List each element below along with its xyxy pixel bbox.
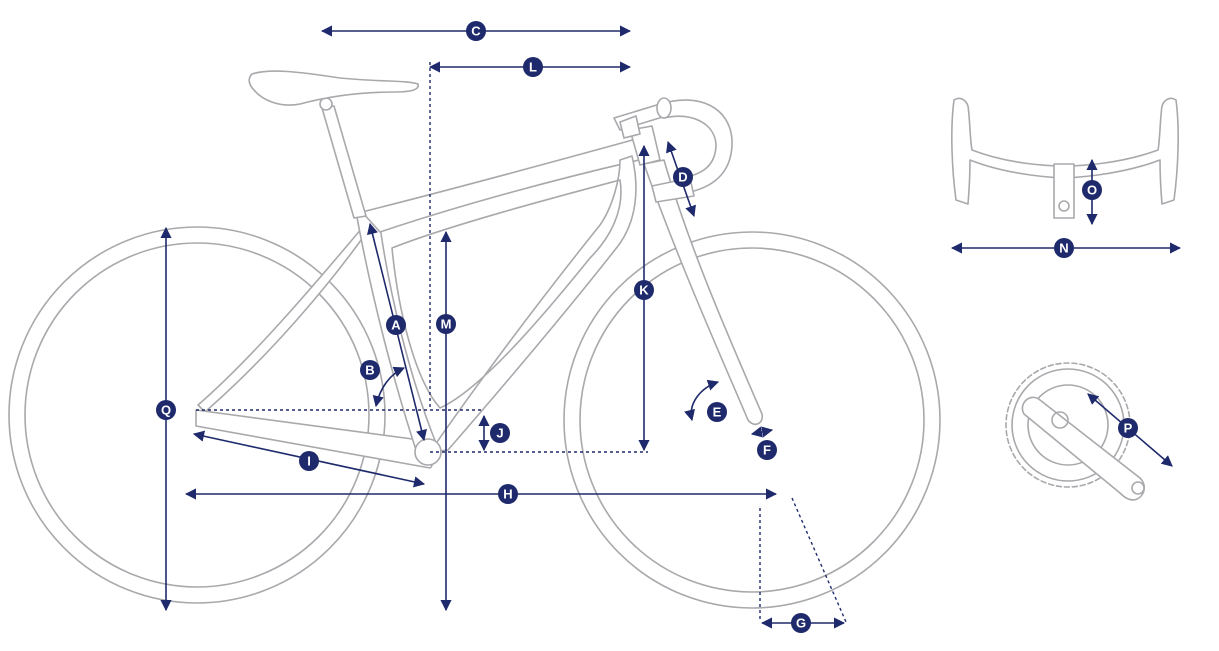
dimension-badges: C L A B M K D J E F H I Q G O N P [156, 21, 1138, 633]
frame [355, 125, 661, 466]
badge-b: B [360, 360, 380, 380]
badge-q: Q [156, 400, 176, 420]
dimension-lines [160, 25, 1182, 629]
bike-illustration [8, 70, 1179, 609]
svg-text:L: L [529, 60, 537, 75]
badge-h: H [498, 484, 518, 504]
badge-d: D [673, 167, 693, 187]
badge-a: A [386, 315, 406, 335]
badge-p: P [1118, 418, 1138, 438]
svg-text:Q: Q [161, 403, 171, 418]
svg-text:A: A [391, 318, 401, 333]
svg-text:G: G [796, 616, 806, 631]
badge-f: F [757, 440, 777, 460]
badge-l: L [523, 57, 543, 77]
badge-j: J [490, 423, 510, 443]
badge-i: I [299, 451, 319, 471]
handlebar-front-view [951, 97, 1179, 219]
svg-text:P: P [1124, 421, 1133, 436]
badge-k: K [634, 280, 654, 300]
badge-e: E [707, 402, 727, 422]
badge-n: N [1054, 238, 1074, 258]
fork [643, 159, 764, 426]
svg-text:F: F [763, 443, 771, 458]
badge-g: G [791, 613, 811, 633]
badge-m: M [436, 314, 456, 334]
badge-c: C [466, 21, 486, 41]
svg-text:K: K [639, 283, 649, 298]
badge-o: O [1082, 180, 1102, 200]
svg-text:I: I [307, 454, 311, 469]
svg-text:E: E [713, 405, 722, 420]
svg-text:M: M [441, 317, 452, 332]
front-wheel [563, 231, 941, 609]
svg-text:C: C [471, 24, 481, 39]
seatpost-saddle [248, 70, 419, 219]
svg-text:J: J [496, 426, 503, 441]
svg-text:H: H [503, 487, 512, 502]
svg-text:B: B [365, 363, 374, 378]
svg-text:N: N [1059, 241, 1068, 256]
svg-text:D: D [678, 170, 687, 185]
svg-text:O: O [1087, 183, 1097, 198]
